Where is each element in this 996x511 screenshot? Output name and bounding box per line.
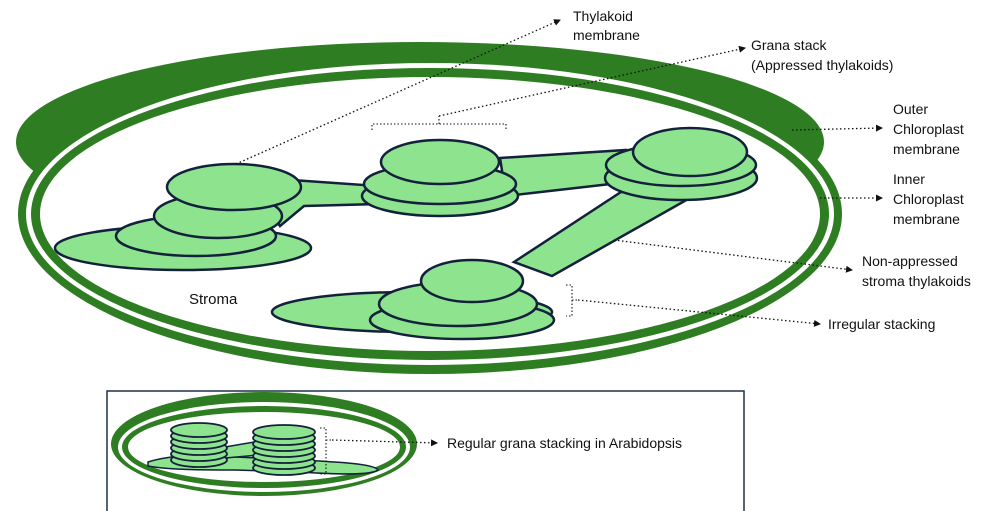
label-irregular-stacking: Irregular stacking <box>828 316 935 332</box>
label-stroma: Stroma <box>189 291 238 308</box>
label-line: Non-appressed <box>862 253 958 269</box>
inset-granum-left <box>171 423 227 467</box>
label-thylakoid-membrane: Thylakoid membrane <box>573 8 640 43</box>
label-line: membrane <box>893 141 960 157</box>
thylakoid-disk <box>381 140 499 184</box>
label-line: stroma thylakoids <box>862 273 971 289</box>
inset-thylakoid-disk <box>171 423 227 437</box>
label-regular-stacking: Regular grana stacking in Arabidopsis <box>447 435 682 451</box>
label-grana-stack: Grana stack (Appressed thylakoids) <box>751 37 893 73</box>
inset-thylakoid-disk <box>253 425 315 439</box>
label-line: Chloroplast <box>893 191 964 207</box>
inset-granum-right <box>253 425 315 475</box>
label-line: Inner <box>893 171 925 187</box>
label-inner-membrane: Inner Chloroplast membrane <box>893 171 964 227</box>
label-line: Thylakoid <box>573 8 633 24</box>
label-line: membrane <box>893 211 960 227</box>
thylakoid-disk <box>167 164 301 210</box>
label-line: membrane <box>573 27 640 43</box>
label-non-appressed: Non-appressed stroma thylakoids <box>862 253 971 289</box>
label-outer-membrane: Outer Chloroplast membrane <box>893 101 964 157</box>
thylakoid-disk <box>421 260 523 302</box>
thylakoid-disk <box>633 128 747 176</box>
label-line: Chloroplast <box>893 121 964 137</box>
label-line: (Appressed thylakoids) <box>751 57 893 73</box>
label-line: Outer <box>893 101 928 117</box>
label-line: Grana stack <box>751 37 827 53</box>
